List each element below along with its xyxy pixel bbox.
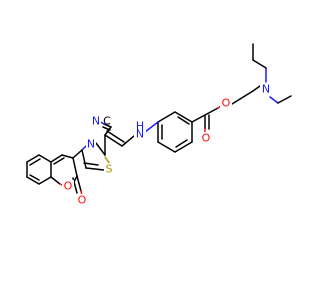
amine-n-label: N	[136, 128, 144, 141]
molecule-structure-diagram: N C H N N S O O N O O	[26, 43, 292, 207]
ester-group	[191, 85, 261, 134]
amine-linker	[121, 121, 159, 147]
nitrile-n-label: N	[92, 115, 100, 128]
diethylamino-group	[252, 43, 292, 104]
coumarin-ring-o-label: O	[64, 180, 73, 193]
benzoate-ring	[157, 111, 193, 153]
thiazole-s-label: S	[106, 163, 113, 176]
amine-h-label: H	[136, 120, 144, 133]
tertiary-amine-n-label: N	[262, 83, 270, 96]
ester-o-label: O	[222, 97, 231, 110]
ester-carbonyl-o-label: O	[202, 132, 211, 145]
thiazole-n-label: N	[87, 138, 95, 151]
coumarin-carbonyl-o-label: O	[78, 194, 87, 207]
atom-labels: N C H N N S O O N O O	[62, 83, 272, 207]
nitrile-c-label: C	[103, 115, 111, 128]
coumarin-system	[26, 154, 83, 197]
acrylonitrile-core	[98, 120, 125, 156]
